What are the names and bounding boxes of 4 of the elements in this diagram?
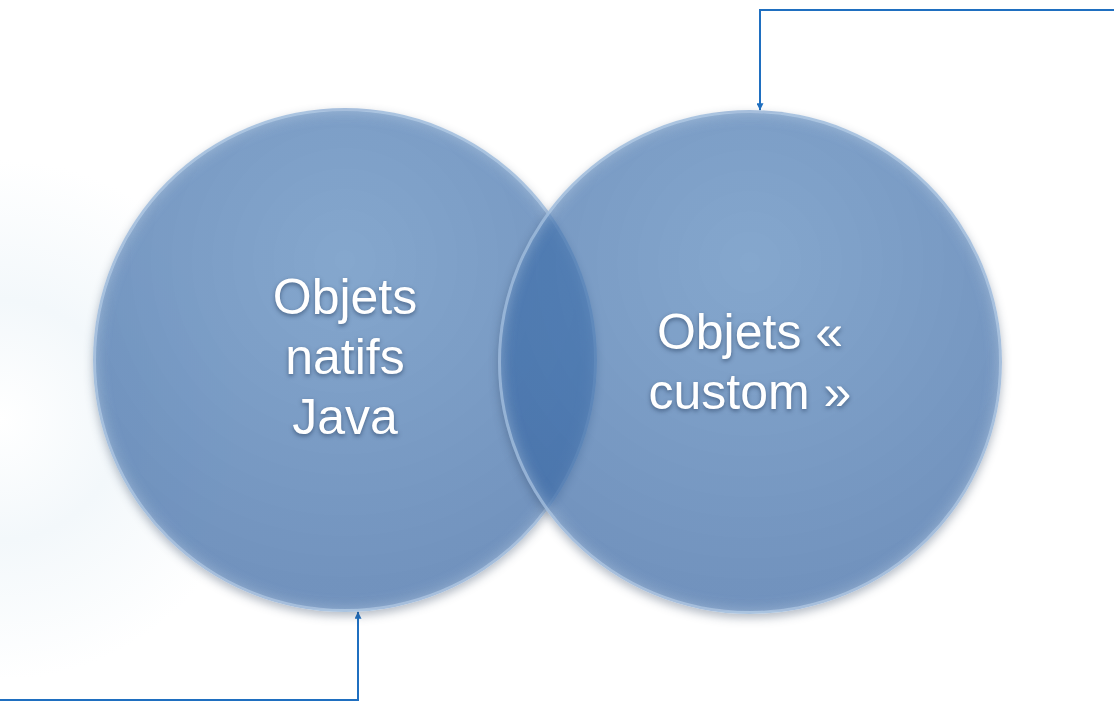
circle-label: Objets « custom » (647, 303, 853, 422)
circle-label: Objets natifs Java (271, 268, 419, 447)
arrow (0, 610, 362, 701)
arrow (756, 9, 1114, 112)
